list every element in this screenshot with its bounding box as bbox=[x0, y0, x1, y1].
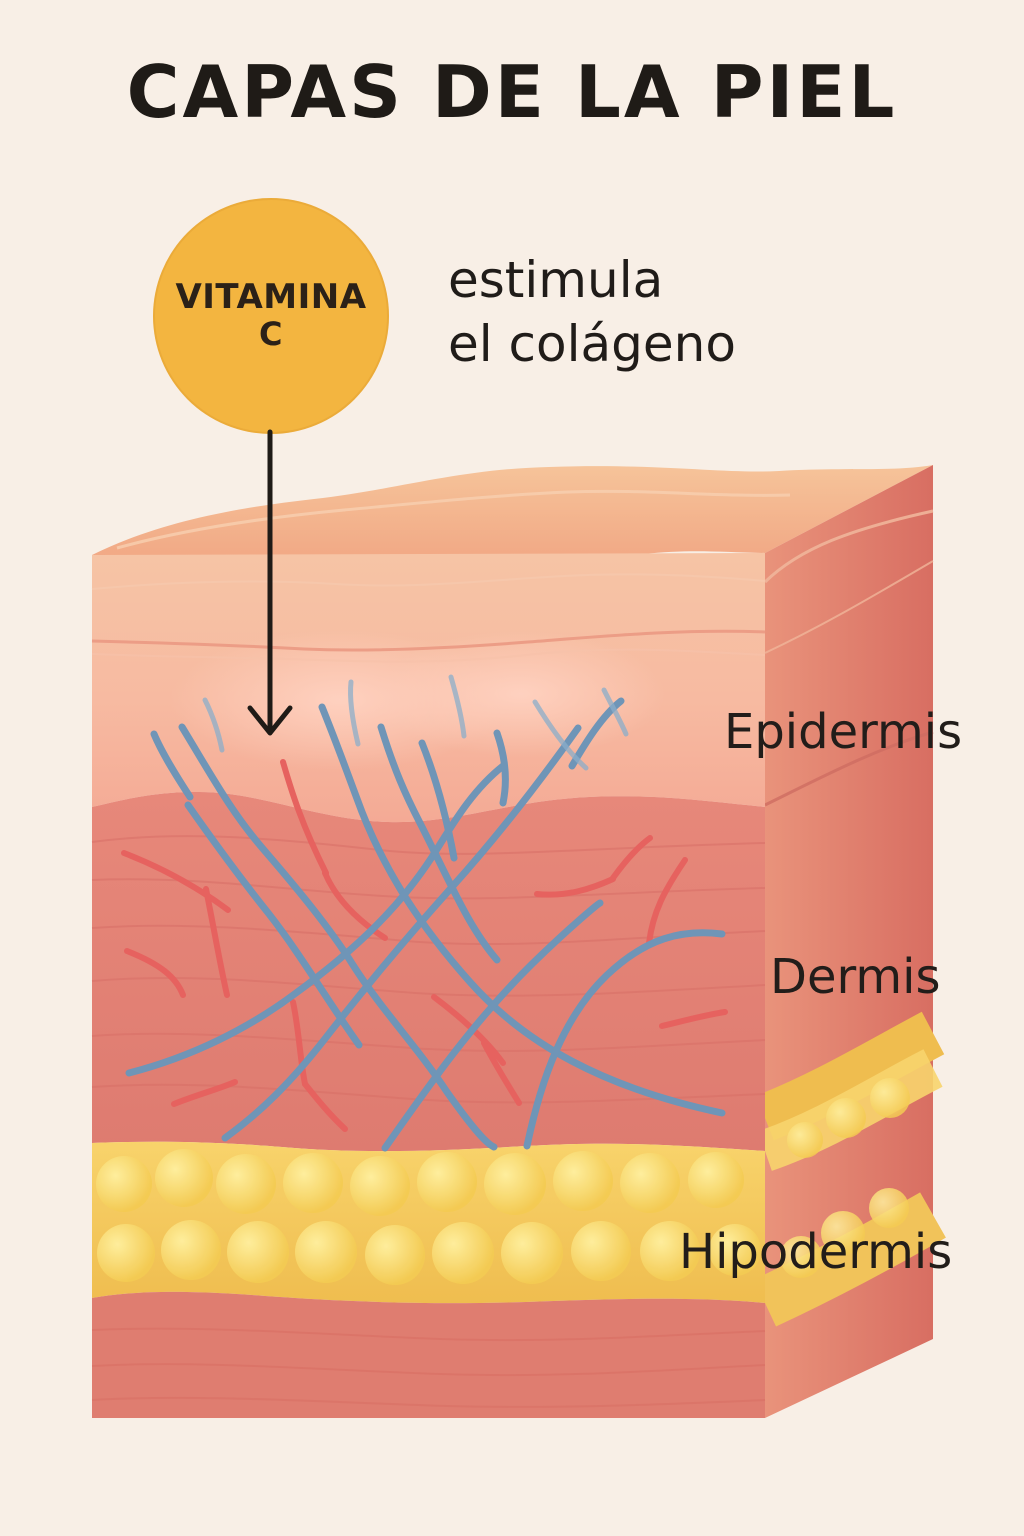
hipodermis-label: Hipodermis bbox=[679, 1228, 952, 1276]
epidermis-label: Epidermis bbox=[724, 708, 962, 756]
dermis-label: Dermis bbox=[770, 953, 940, 1001]
